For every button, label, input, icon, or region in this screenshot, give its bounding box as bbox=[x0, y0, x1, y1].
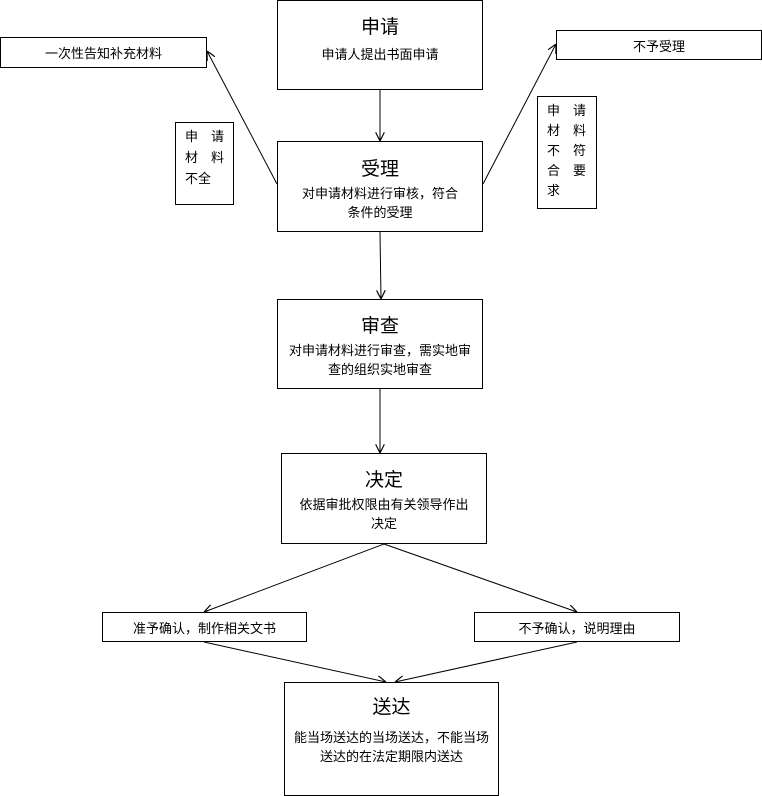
condition-noncompliant-char: 要 bbox=[573, 164, 587, 179]
supplement-box: 一次性告知补充材料 bbox=[0, 37, 207, 68]
condition-noncompliant-char: 合 bbox=[547, 164, 561, 179]
condition-noncompliant-char: 材 bbox=[547, 124, 561, 139]
arrow-approve-to-deliver bbox=[203, 641, 386, 682]
stage-deliver: 送达 能当场送达的当场送达，不能当场送达的在法定期限内送达 bbox=[284, 682, 499, 796]
approve-box: 准予确认，制作相关文书 bbox=[102, 612, 307, 642]
condition-incomplete-char: 料 bbox=[211, 151, 225, 166]
condition-noncompliant-char: 请 bbox=[573, 104, 587, 119]
condition-noncompliant-char: 求 bbox=[547, 184, 561, 199]
arrow-decide-to-deny bbox=[383, 543, 577, 612]
stage-decide-title: 决定 bbox=[364, 469, 403, 491]
stage-review-title: 审查 bbox=[360, 315, 399, 337]
stage-apply-desc: 申请人提出书面申请 bbox=[321, 48, 439, 63]
stage-apply: 申请 申请人提出书面申请 bbox=[277, 0, 483, 90]
condition-noncompliant-char: 料 bbox=[573, 124, 587, 139]
stage-deliver-title: 送达 bbox=[372, 696, 411, 718]
condition-incomplete-char: 材 bbox=[185, 151, 199, 166]
condition-noncompliant: 申 请 材 料 不 符 合 要 求 bbox=[537, 96, 597, 209]
stage-accept: 受理 对申请材料进行审核，符合条件的受理 bbox=[277, 141, 483, 232]
stage-decide: 决定 依据审批权限由有关领导作出决定 bbox=[281, 453, 487, 544]
stage-deliver-desc: 能当场送达的当场送达，不能当场送达的在法定期限内送达 bbox=[293, 731, 489, 765]
reject-box: 不予受理 bbox=[556, 30, 762, 60]
condition-incomplete: 申 请 材 料 不全 bbox=[175, 122, 234, 205]
stage-review: 审查 对申请材料进行审查，需实地审查的组织实地审查 bbox=[277, 299, 483, 389]
reject-text: 不予受理 bbox=[632, 40, 685, 55]
stage-apply-title: 申请 bbox=[360, 16, 399, 38]
stage-accept-desc: 对申请材料进行审核，符合条件的受理 bbox=[301, 187, 458, 221]
condition-incomplete-char: 不全 bbox=[185, 172, 212, 187]
approve-text: 准予确认，制作相关文书 bbox=[132, 622, 276, 637]
arrow-deny-to-deliver bbox=[395, 641, 578, 682]
arrow-accept-to-reject bbox=[482, 44, 556, 185]
arrow-accept-to-supplement bbox=[207, 51, 278, 185]
condition-incomplete-char: 申 bbox=[185, 130, 199, 145]
supplement-text: 一次性告知补充材料 bbox=[44, 47, 162, 62]
arrow-accept-to-review bbox=[380, 231, 381, 299]
deny-box: 不予确认，说明理由 bbox=[474, 612, 680, 642]
stage-accept-title: 受理 bbox=[360, 158, 399, 180]
deny-text: 不予确认，说明理由 bbox=[518, 622, 636, 637]
condition-noncompliant-char: 不 bbox=[547, 144, 561, 159]
arrow-decide-to-approve bbox=[204, 543, 385, 612]
stage-decide-desc: 依据审批权限由有关领导作出决定 bbox=[299, 498, 469, 532]
condition-noncompliant-char: 申 bbox=[547, 104, 561, 119]
condition-incomplete-char: 请 bbox=[211, 130, 225, 145]
stage-review-desc: 对申请材料进行审查，需实地审查的组织实地审查 bbox=[288, 344, 471, 378]
condition-noncompliant-char: 符 bbox=[573, 144, 587, 159]
